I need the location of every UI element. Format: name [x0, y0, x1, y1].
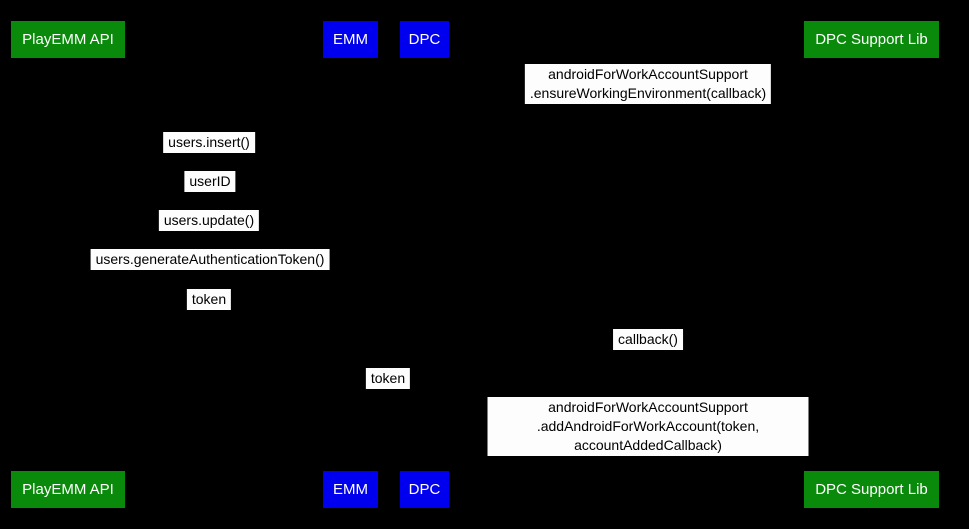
- actor-dpc-top: DPC: [400, 21, 449, 58]
- message-token-1: token: [186, 289, 232, 310]
- message-users-insert: users.insert(): [163, 132, 255, 153]
- message-callback: callback(): [613, 329, 683, 350]
- actor-emm-top: EMM: [323, 21, 378, 58]
- actor-dpc-bottom: DPC: [400, 471, 449, 508]
- message-userid: userID: [184, 171, 236, 192]
- message-users-update: users.update(): [158, 210, 260, 231]
- message-generate-authentication-token: users.generateAuthenticationToken(): [90, 249, 330, 270]
- actor-playemm-api-top: PlayEMM API: [11, 21, 125, 58]
- message-token-2: token: [365, 368, 411, 389]
- actor-dpc-support-lib-bottom: DPC Support Lib: [804, 471, 939, 508]
- actor-dpc-support-lib-top: DPC Support Lib: [804, 21, 939, 58]
- actor-playemm-api-bottom: PlayEMM API: [11, 471, 125, 508]
- message-add-android-for-work-account: androidForWorkAccountSupport .addAndroid…: [487, 397, 809, 456]
- message-ensure-working-environment: androidForWorkAccountSupport .ensureWork…: [524, 64, 772, 104]
- actor-emm-bottom: EMM: [323, 471, 378, 508]
